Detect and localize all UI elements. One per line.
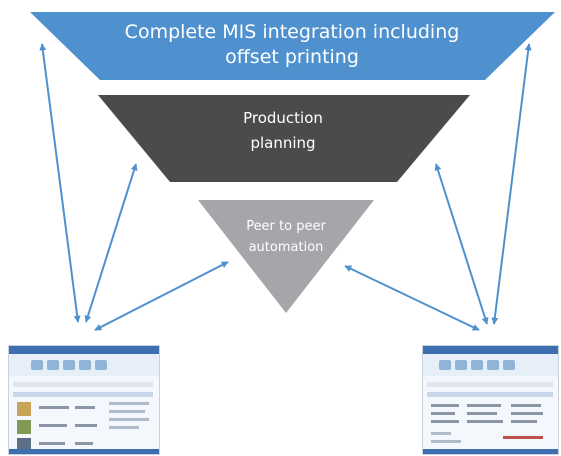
middle-tier-label-line2: planning [250, 134, 315, 152]
top-tier-label-line1: Complete MIS integration including [125, 21, 460, 43]
left-software-screenshot [8, 345, 160, 455]
middle-tier-label-line1: Production [243, 109, 323, 127]
right-top-arrow [491, 43, 532, 325]
bottom-tier-label-line2: automation [249, 240, 324, 255]
left-middle-arrow [84, 163, 138, 323]
right-software-screenshot [422, 345, 559, 455]
top-tier-label-line2: offset printing [225, 46, 359, 68]
top-tier-shape [30, 12, 555, 80]
right-bottom-arrow [344, 265, 480, 331]
bottom-tier-shape [198, 200, 374, 313]
middle-tier-shape [98, 95, 470, 182]
left-top-arrow [39, 43, 81, 323]
left-bottom-arrow [94, 261, 229, 331]
right-middle-arrow [434, 163, 489, 325]
bottom-tier-label-line1: Peer to peer [246, 219, 326, 234]
